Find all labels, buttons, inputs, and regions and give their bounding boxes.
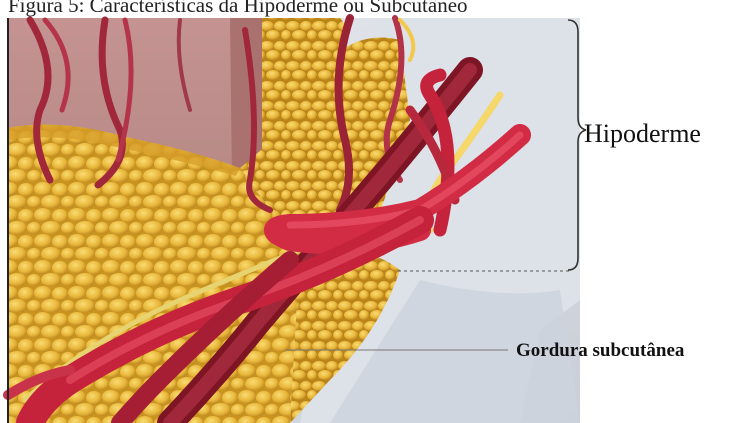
gordura-subcutanea-label: Gordura subcutânea xyxy=(516,340,684,362)
hipoderme-label: Hipoderme xyxy=(584,119,701,149)
